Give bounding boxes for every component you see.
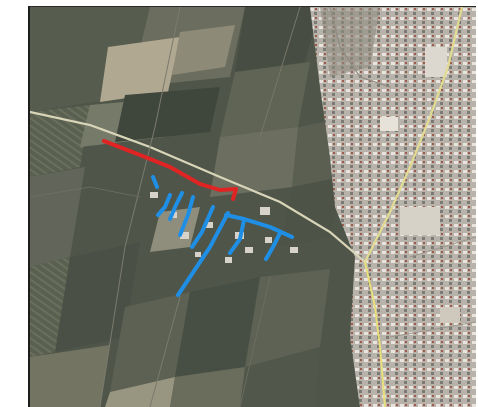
main-road [30,110,367,264]
planned-route-blue [151,175,294,297]
planned-network [102,139,294,297]
satellite-map[interactable] [28,6,476,407]
highway [363,7,464,264]
field-parcels [30,7,350,407]
planned-route-red [102,139,238,201]
road-network [30,7,476,407]
main-road-east [364,261,386,407]
